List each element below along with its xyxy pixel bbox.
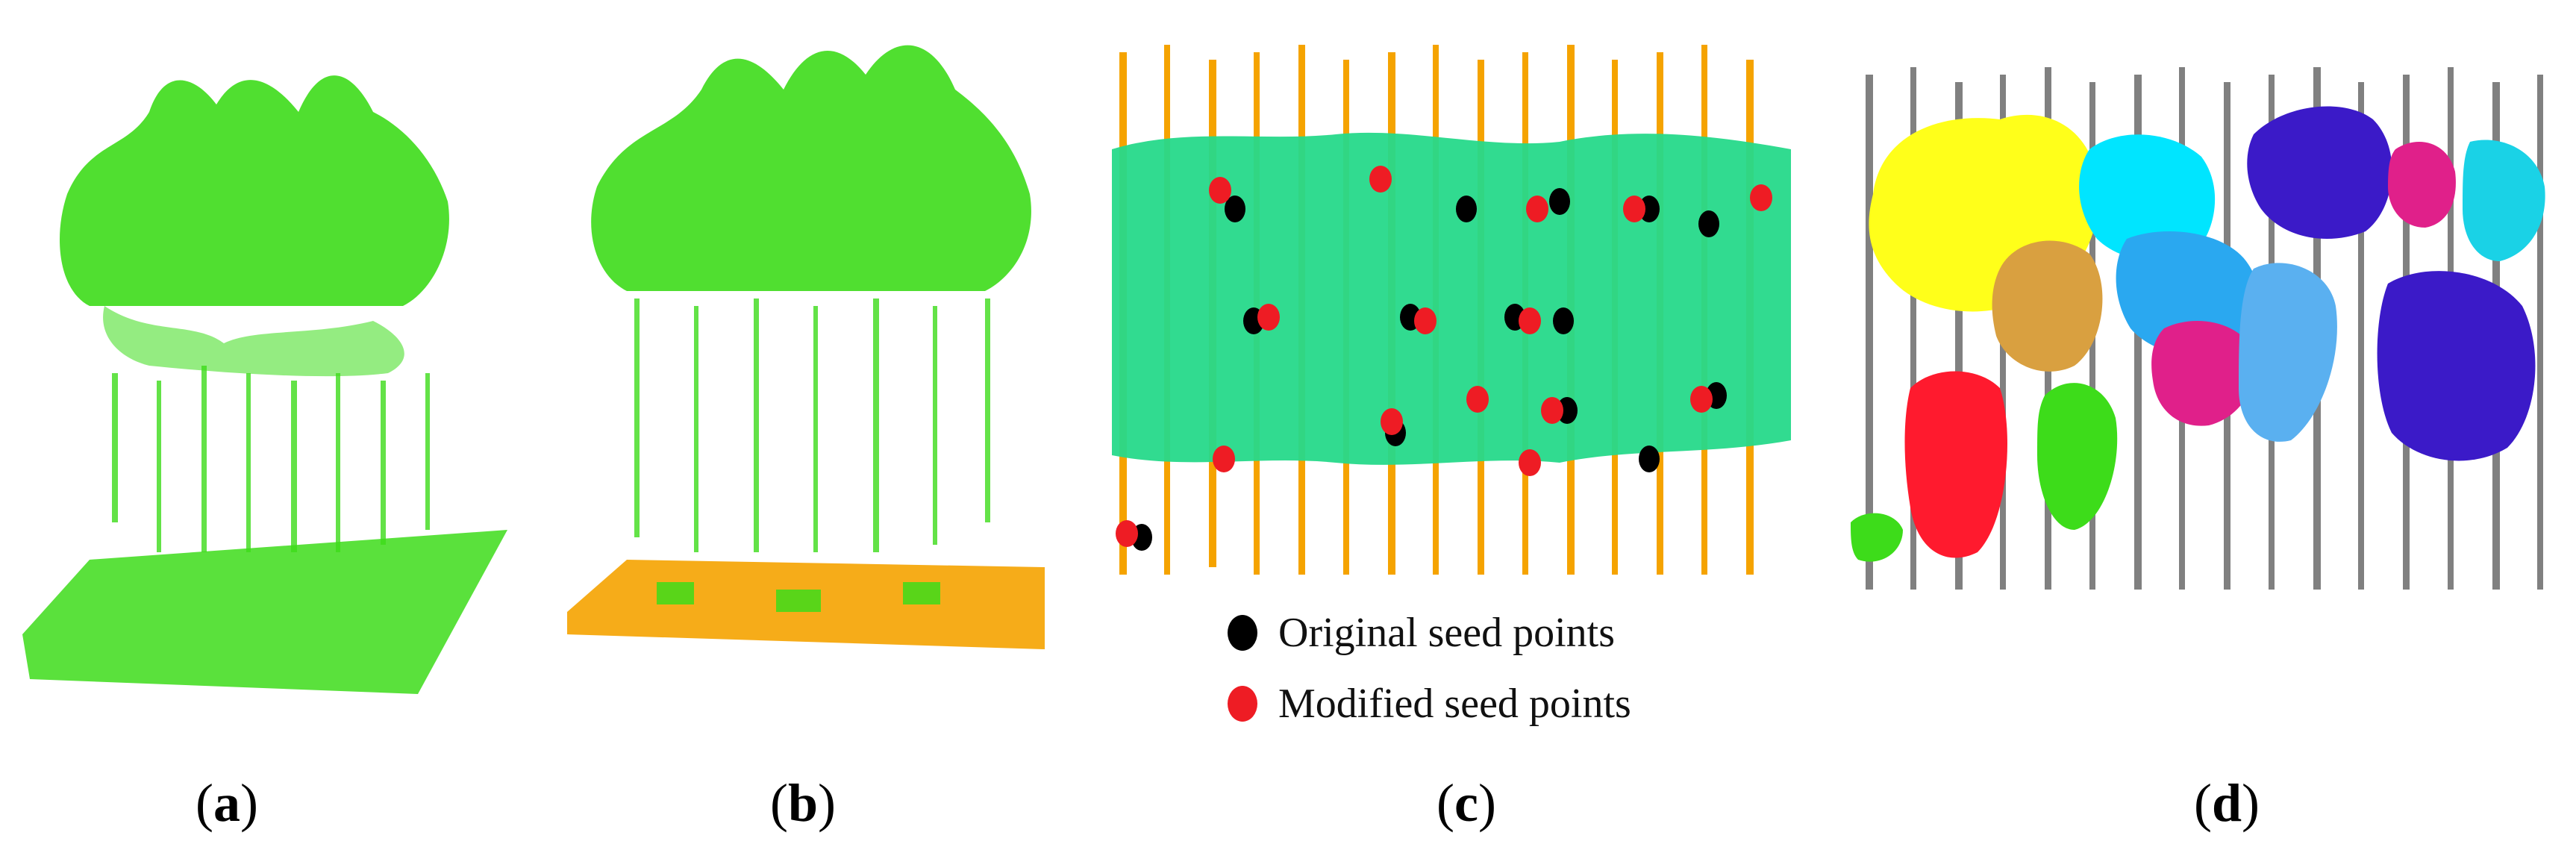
modified-seed-point [1414,307,1437,334]
tree-segments [1851,106,2545,562]
segment-indigo-top [2247,106,2392,239]
modified-seed-point [1466,386,1489,413]
panel-b-point-cloud [567,15,1060,724]
original-seed-point [1639,196,1660,222]
modified-seed-point [1213,446,1235,472]
modified-seed-point [1690,386,1713,413]
legend-label-original: Original seed points [1278,609,1616,656]
canopy-layer [60,75,449,377]
panel-d-graphic [1851,67,2545,590]
seed-points-group [1116,166,1772,551]
panel-c-graphic [1112,45,1791,575]
modified-seed-point [1369,166,1392,193]
segment-cyan [2079,134,2216,262]
modified-seed-point [1623,196,1645,222]
caption-d: (d) [2194,773,2260,833]
canopy-mask [1112,132,1791,465]
original-seed-point [1553,307,1574,334]
caption-b: (b) [770,773,837,833]
segment-green-left [1851,513,1903,562]
seed-point-legend: Original seed points Modified seed point… [1228,597,1631,739]
legend-item-original: Original seed points [1228,597,1631,668]
modified-seed-point [1209,177,1231,204]
segment-red [1904,371,2007,558]
modified-seed-marker [1228,685,1257,722]
panel-b-graphic [567,45,1045,649]
ground-layer [22,530,507,694]
caption-c: (c) [1437,773,1496,833]
modified-seed-point [1519,307,1541,334]
modified-seed-point [1541,397,1563,424]
segment-tan [1992,240,2103,372]
legend-item-modified: Modified seed points [1228,668,1631,739]
trunk-points [112,366,430,552]
segment-indigo-right [2377,271,2536,461]
segment-pink [2151,321,2255,426]
original-seed-marker [1228,614,1257,651]
segment-sky [2239,263,2337,442]
original-seed-point [1639,446,1660,472]
segment-magenta [2388,142,2456,228]
modified-seed-point [1526,196,1548,222]
segment-green-small [2037,383,2118,530]
panel-a-point-cloud [0,22,522,724]
canopy-layer [591,45,1031,291]
caption-a: (a) [196,773,258,833]
panel-a-graphic [22,75,507,694]
panel-c-seed-points [1097,22,1798,597]
panel-d-segmented-trees [1851,45,2575,612]
legend-label-modified: Modified seed points [1278,680,1631,727]
modified-seed-point [1381,408,1403,435]
original-seed-point [1557,397,1578,424]
low-vegetation [657,582,940,612]
original-seed-point [1549,188,1570,215]
modified-seed-point [1116,520,1138,547]
segment-aqua-right [2463,140,2545,261]
modified-seed-point [1750,184,1772,211]
modified-seed-point [1519,449,1541,476]
original-seed-point [1698,210,1719,237]
trunk-points [634,299,990,552]
original-seed-point [1225,196,1245,222]
original-seed-point [1456,196,1477,222]
modified-seed-point [1257,304,1280,331]
